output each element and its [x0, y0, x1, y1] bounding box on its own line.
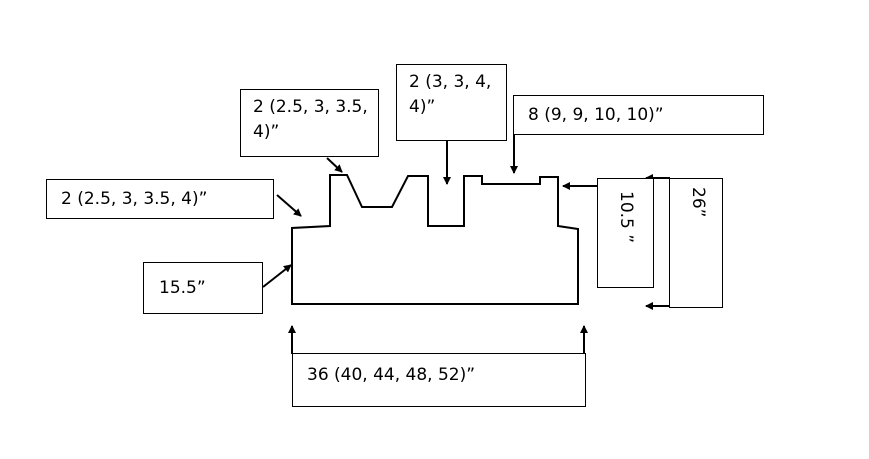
label-bottom-width-text: 36 (40, 44, 48, 52)” — [307, 365, 476, 385]
label-neck-width-text: 8 (9, 9, 10, 10)” — [528, 105, 664, 125]
arrow-shoulder-width — [276, 194, 302, 217]
arrow-strap-left — [326, 157, 343, 173]
label-total-length: 26” — [669, 178, 723, 308]
arrow-side-height — [262, 264, 292, 288]
label-neck-width: 8 (9, 9, 10, 10)” — [513, 95, 764, 135]
label-strap-left-text: 2 (2.5, 3, 3.5, 4)” — [253, 97, 368, 142]
label-strap-center-text: 2 (3, 3, 4, 4)” — [409, 72, 492, 117]
label-armhole-height-text: 10.5 ” — [616, 191, 636, 244]
label-shoulder-width: 2 (2.5, 3, 3.5, 4)” — [46, 179, 274, 219]
label-side-height: 15.5” — [143, 262, 263, 314]
label-bottom-width: 36 (40, 44, 48, 52)” — [292, 353, 586, 407]
garment-outline — [291, 174, 579, 305]
label-shoulder-width-text: 2 (2.5, 3, 3.5, 4)” — [61, 189, 208, 209]
label-armhole-height: 10.5 ” — [597, 178, 654, 288]
label-strap-left: 2 (2.5, 3, 3.5, 4)” — [240, 89, 379, 157]
label-side-height-text: 15.5” — [159, 278, 206, 298]
label-total-length-text: 26” — [688, 187, 708, 218]
label-strap-center: 2 (3, 3, 4, 4)” — [396, 64, 507, 141]
